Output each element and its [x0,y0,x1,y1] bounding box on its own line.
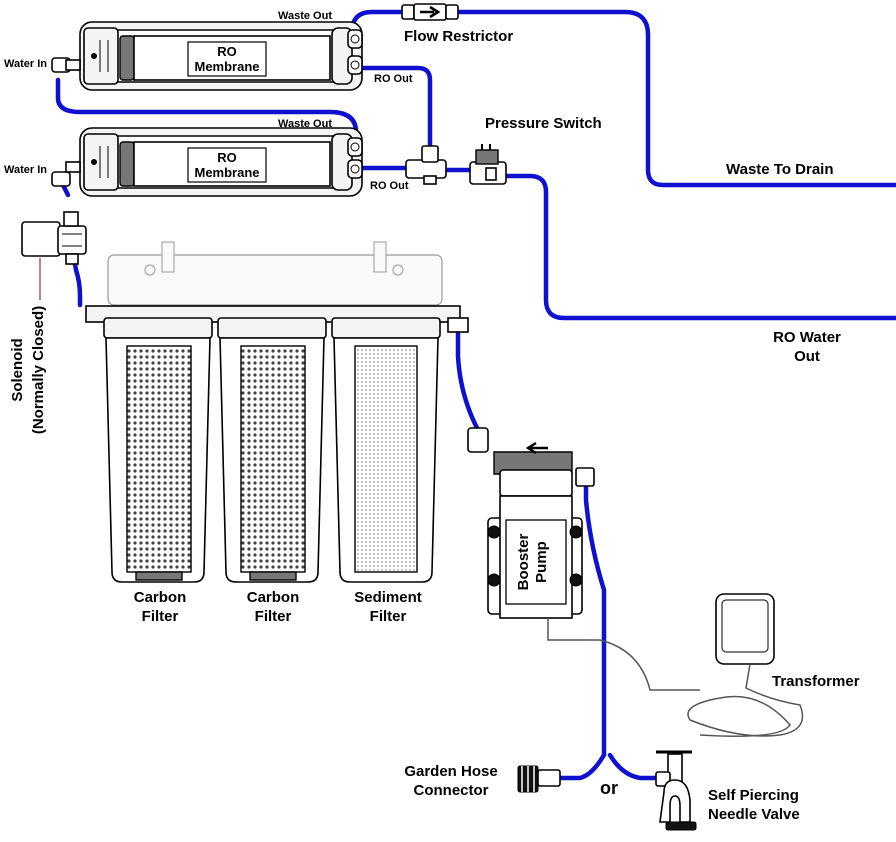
label-ro-water-out-line2: Out [794,348,820,365]
label-water-in-top: Water In [4,58,47,70]
label-ro-water-out-line1: RO Water [773,329,841,346]
label-flow-restrictor: Flow Restrictor [404,28,513,45]
label-needle-valve-line1: Self Piercing [708,787,799,804]
self-piercing-needle-valve[interactable] [655,750,697,831]
garden-hose-connector[interactable] [517,765,561,793]
label-needle-valve-line2: Needle Valve [708,806,800,823]
water-in-fitting-top [51,57,81,73]
transformer[interactable] [715,593,775,665]
label-garden-hose-line1: Garden Hose [404,763,497,780]
waste-out-fitting-top [347,29,363,49]
ro-membrane-top-line1: RO [217,44,237,59]
label-water-in-mid: Water In [4,164,47,176]
label-waste-out-mid: Waste Out [278,118,332,130]
label-sediment-filter-line2: Filter [370,608,407,625]
booster-pump[interactable] [467,427,595,619]
ro-out-fitting-top [347,55,363,75]
tee-fitting [405,145,447,185]
ro-membrane-mid-line1: RO [217,150,237,165]
solenoid-valve[interactable] [21,211,87,265]
carbon-filter-housing-2[interactable] [217,317,327,583]
ro-out-fitting-mid [347,159,363,179]
label-carbon-filter-2-line2: Filter [255,608,292,625]
sediment-filter-housing[interactable] [331,317,441,583]
label-sediment-filter-line1: Sediment [354,589,422,606]
waste-out-fitting-mid [347,137,363,157]
label-waste-to-drain: Waste To Drain [726,161,834,178]
label-garden-hose-line2: Connector [414,782,489,799]
label-waste-out-top: Waste Out [278,10,332,22]
flow-restrictor[interactable] [401,3,459,21]
label-ro-out-top: RO Out [374,73,413,85]
label-solenoid-line2: (Normally Closed) [30,306,47,434]
label-carbon-filter-1-line2: Filter [142,608,179,625]
label-ro-out-mid: RO Out [370,180,409,192]
label-carbon-filter-2-line1: Carbon [247,589,300,606]
label-solenoid-line1: Solenoid [9,338,26,401]
label-transformer: Transformer [772,673,860,690]
booster-pump-label-line2: Pump [533,541,550,583]
booster-pump-label-line1: Booster [515,534,532,591]
label-carbon-filter-1-line1: Carbon [134,589,187,606]
ro-membrane-top-line2: Membrane [194,59,259,74]
carbon-filter-housing-1[interactable] [103,317,213,583]
transformer-wire [547,618,804,737]
label-pressure-switch: Pressure Switch [485,115,602,132]
ro-membrane-label-top: RO Membrane [187,41,267,77]
label-or: or [600,778,618,798]
pressure-switch[interactable] [469,144,507,185]
ro-membrane-label-mid: RO Membrane [187,147,267,183]
ro-membrane-mid-line2: Membrane [194,165,259,180]
water-in-fitting-mid [51,161,81,187]
